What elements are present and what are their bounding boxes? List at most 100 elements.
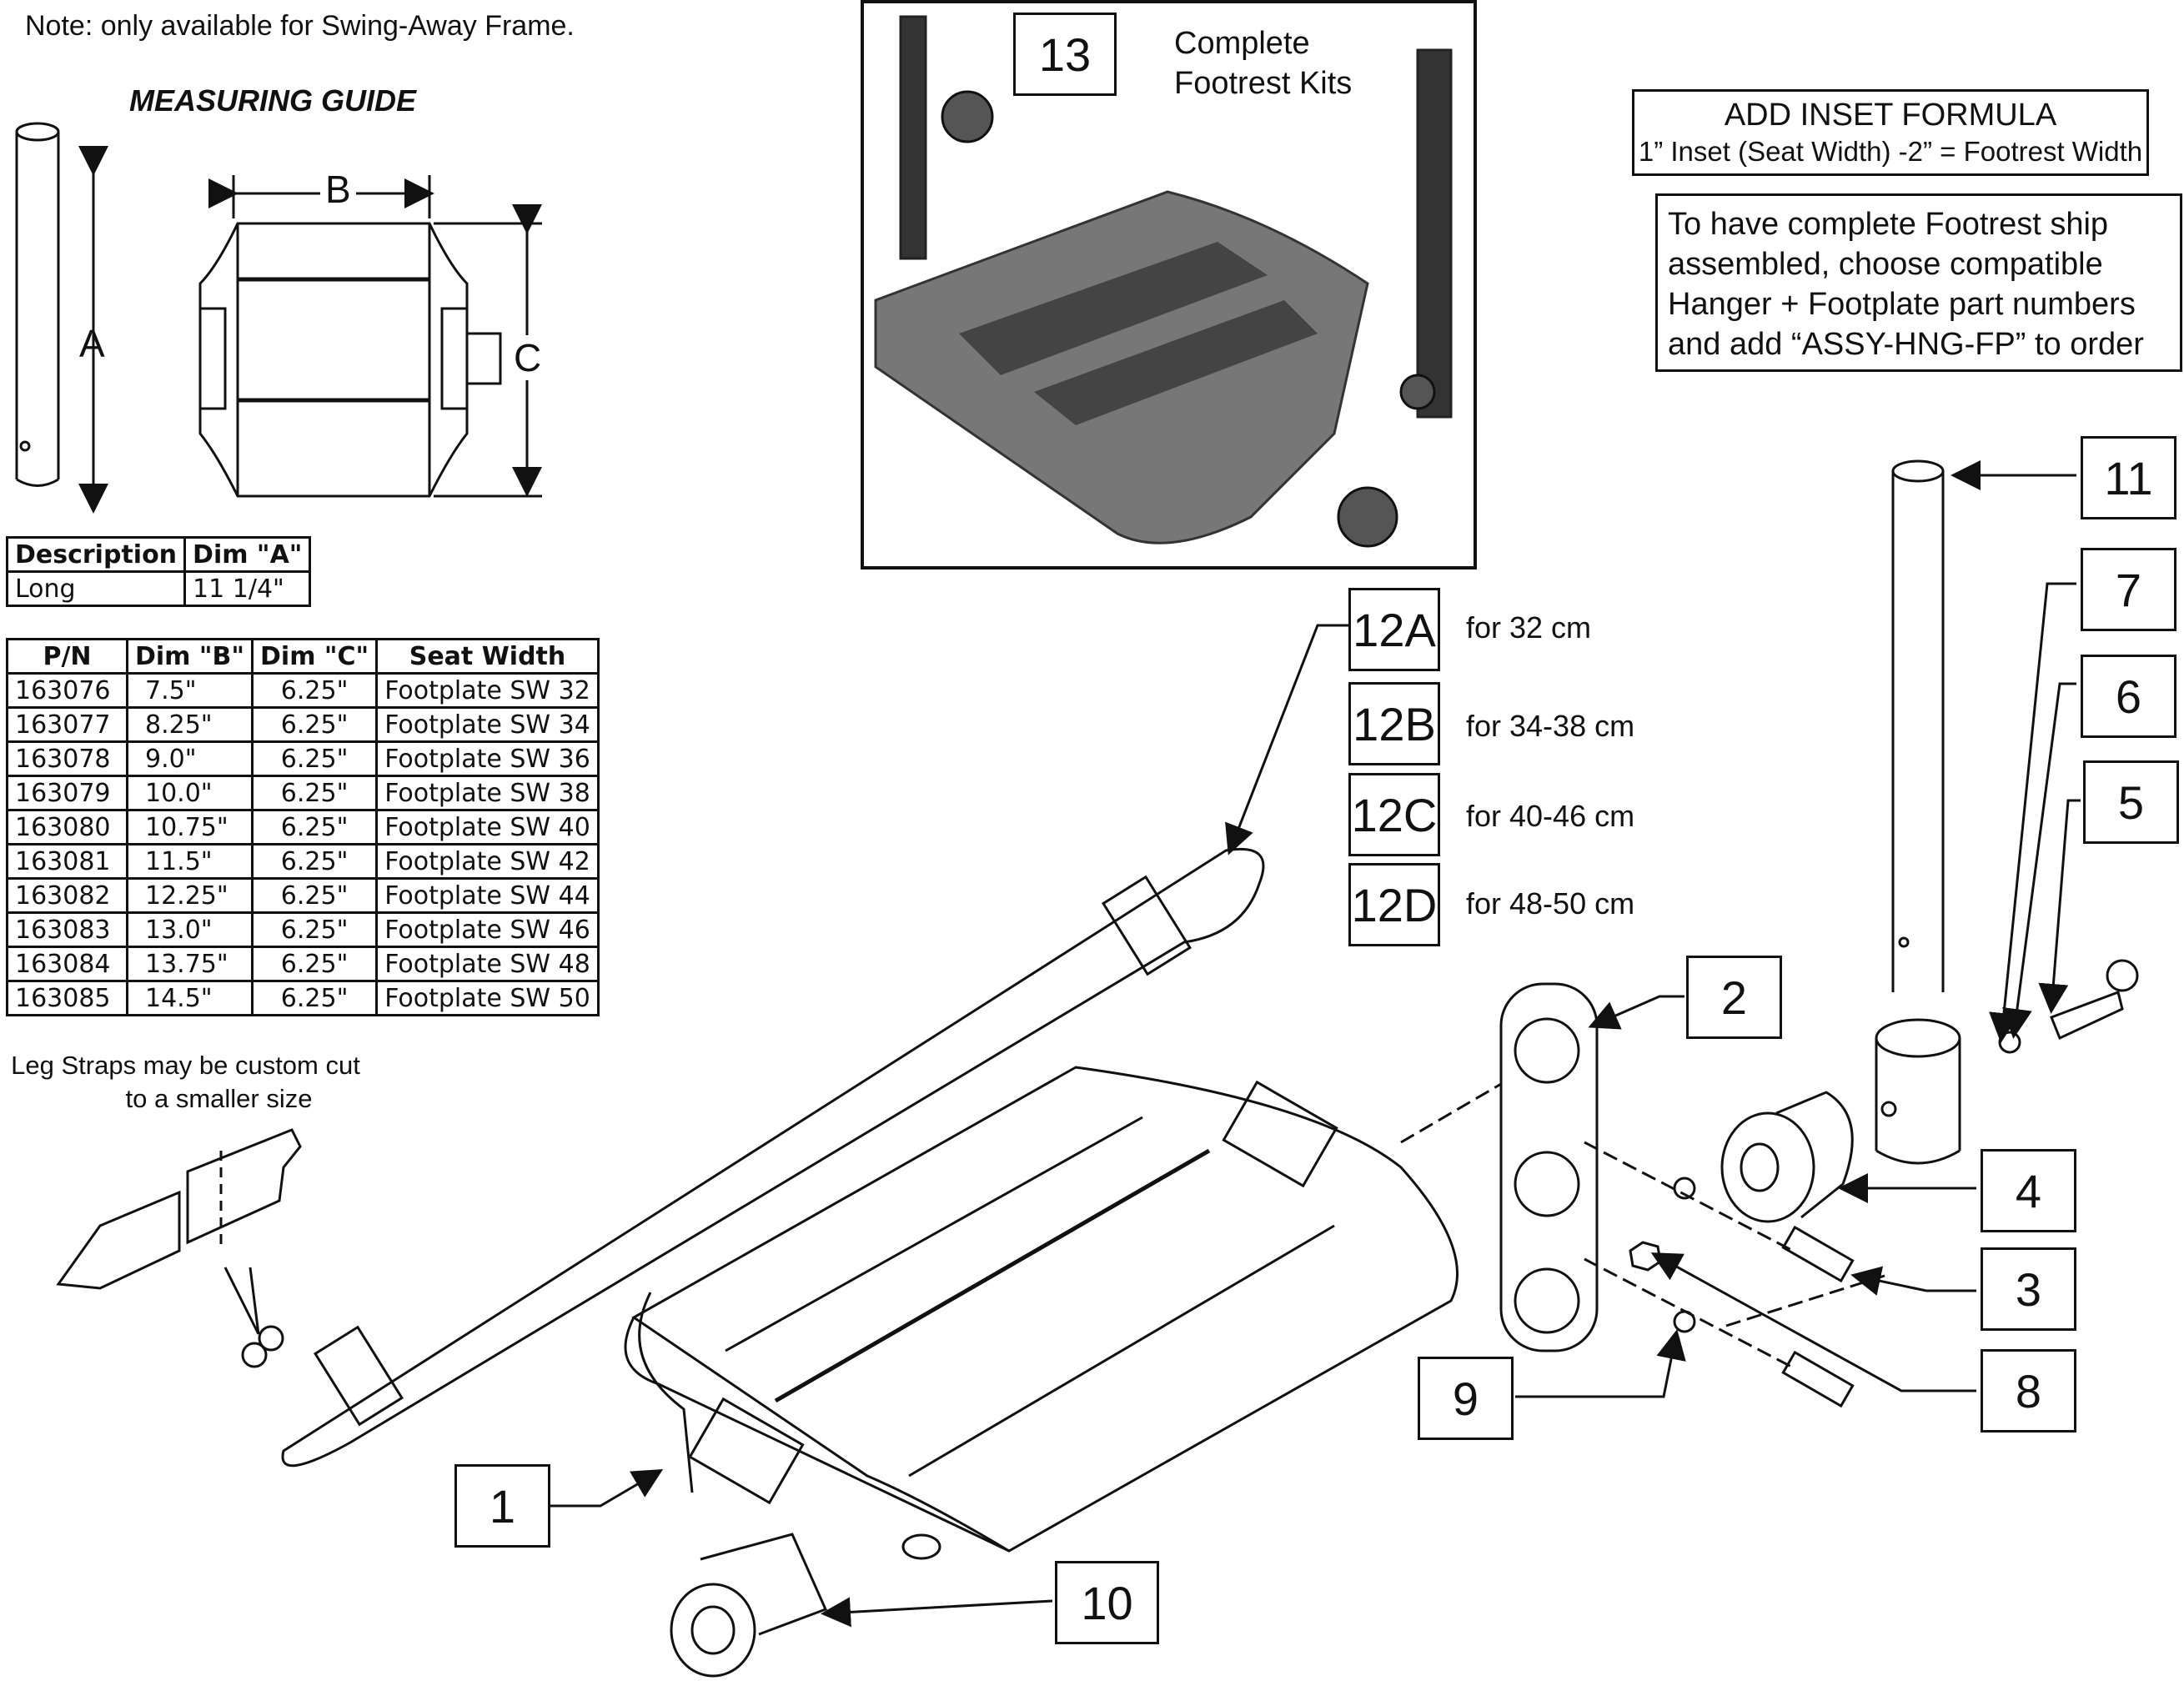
table-cell: Footplate SW 38: [375, 775, 600, 811]
table-row: Long 11 1/4": [5, 570, 312, 607]
table-cell: 11 1/4": [183, 570, 312, 607]
table-cell: 163082: [6, 877, 128, 914]
variant-12d-label: for 48-50 cm: [1466, 886, 1635, 921]
table-header-row: P/N Dim "B" Dim "C" Seat Width: [6, 638, 600, 675]
table-cell: 6.25": [251, 911, 379, 948]
table-cell: 6.25": [251, 740, 379, 777]
variant-12a-label: for 32 cm: [1466, 610, 1592, 645]
table-cell: 13.75": [125, 946, 254, 982]
table-cell: 163077: [6, 706, 128, 743]
assembly-note-box: To have complete Footrest ship assembled…: [1655, 193, 2182, 372]
table-cell: 14.5": [125, 980, 254, 1016]
complete-kit-title-line2: Footrest Kits: [1174, 66, 1353, 101]
callout-7: 7: [2081, 548, 2176, 631]
complete-kit-box: [861, 0, 1477, 570]
table-cell: Footplate SW 44: [375, 877, 600, 914]
table-cell: 6.25": [251, 980, 379, 1016]
variant-12b-label: for 34-38 cm: [1466, 709, 1635, 743]
table-cell: 11.5": [125, 843, 254, 880]
assembly-note-line4: and add “ASSY-HNG-FP” to order: [1668, 327, 2144, 362]
leg-straps-note-line2: to a smaller size: [125, 1084, 313, 1113]
table-cell: 6.25": [251, 672, 379, 709]
table-cell: 6.25": [251, 877, 379, 914]
table-cell: 7.5": [125, 672, 254, 709]
assembly-note-line1: To have complete Footrest ship: [1668, 207, 2109, 242]
footplate-figure: [624, 1066, 1459, 1560]
complete-kit-figure: [874, 15, 1453, 548]
callout-1: 1: [454, 1464, 550, 1548]
table-cell: Footplate SW 46: [375, 911, 600, 948]
table-cell: 163085: [6, 980, 128, 1016]
dim-a-table: Description Dim "A" Long 11 1/4": [5, 536, 312, 607]
table-cell: Footplate SW 34: [375, 706, 600, 743]
table-cell: Footplate SW 32: [375, 672, 600, 709]
callout-8: 8: [1981, 1349, 2076, 1433]
table-header-cell: Dim "A": [183, 536, 312, 573]
table-cell: 6.25": [251, 706, 379, 743]
table-cell: Footplate SW 42: [375, 843, 600, 880]
tube-receiver-figure: [1875, 459, 1961, 1165]
table-cell: 163079: [6, 775, 128, 811]
table-header-cell: P/N: [6, 638, 128, 675]
callout-11: 11: [2081, 436, 2176, 519]
table-header-row: Description Dim "A": [5, 536, 312, 573]
hanger-bracket-figure: [1400, 982, 1599, 1352]
callout-12c: 12C: [1348, 773, 1440, 856]
table-cell: Footplate SW 50: [375, 980, 600, 1016]
table-header-cell: Seat Width: [375, 638, 600, 675]
table-cell: 10.75": [125, 809, 254, 845]
table-cell: 163080: [6, 809, 128, 845]
table-header-cell: Dim "B": [125, 638, 254, 675]
callout-12d: 12D: [1348, 863, 1440, 946]
dim-b-label: B: [320, 167, 356, 212]
table-cell: 163083: [6, 911, 128, 948]
callout-12a: 12A: [1348, 588, 1440, 671]
callout-6: 6: [2081, 655, 2176, 738]
dim-c-label: C: [514, 335, 542, 380]
table-header-cell: Dim "C": [251, 638, 379, 675]
callout-13: 13: [1013, 13, 1117, 96]
leg-straps-note: Leg Straps may be custom cut to a smalle…: [4, 1049, 367, 1116]
knob-figure: [670, 1533, 828, 1678]
callout-12b: 12B: [1348, 682, 1440, 765]
inset-formula-title: ADD INSET FORMULA: [1724, 98, 2057, 133]
strap-cut-figure: [56, 1128, 302, 1368]
availability-note: Note: only available for Swing-Away Fram…: [25, 10, 575, 42]
table-header-cell: Description: [5, 536, 187, 573]
table-cell: 6.25": [251, 809, 379, 845]
dim-a-label: A: [79, 322, 105, 365]
bushing-figure: [1720, 1091, 1854, 1223]
assembly-note-line2: assembled, choose compatible: [1668, 247, 2103, 282]
table-cell: 9.0": [125, 740, 254, 777]
table-cell: 6.25": [251, 843, 379, 880]
table-cell: 13.0": [125, 911, 254, 948]
callout-5: 5: [2083, 760, 2179, 844]
callout-4: 4: [1981, 1149, 2076, 1232]
callout-9: 9: [1418, 1357, 1514, 1440]
complete-kit-title-line1: Complete: [1174, 26, 1310, 61]
table-cell: 6.25": [251, 946, 379, 982]
table-cell: 8.25": [125, 706, 254, 743]
callout-3: 3: [1981, 1247, 2076, 1331]
table-cell: 163084: [6, 946, 128, 982]
table-cell: Long: [5, 570, 187, 607]
inset-formula-text: 1” Inset (Seat Width) -2” = Footrest Wid…: [1638, 136, 2143, 167]
measuring-guide-title: MEASURING GUIDE: [129, 83, 417, 118]
callout-2: 2: [1686, 956, 1782, 1039]
table-cell: Footplate SW 48: [375, 946, 600, 982]
table-cell: Footplate SW 40: [375, 809, 600, 845]
footplate-top-view-figure: [198, 175, 542, 498]
table-cell: 6.25": [251, 775, 379, 811]
